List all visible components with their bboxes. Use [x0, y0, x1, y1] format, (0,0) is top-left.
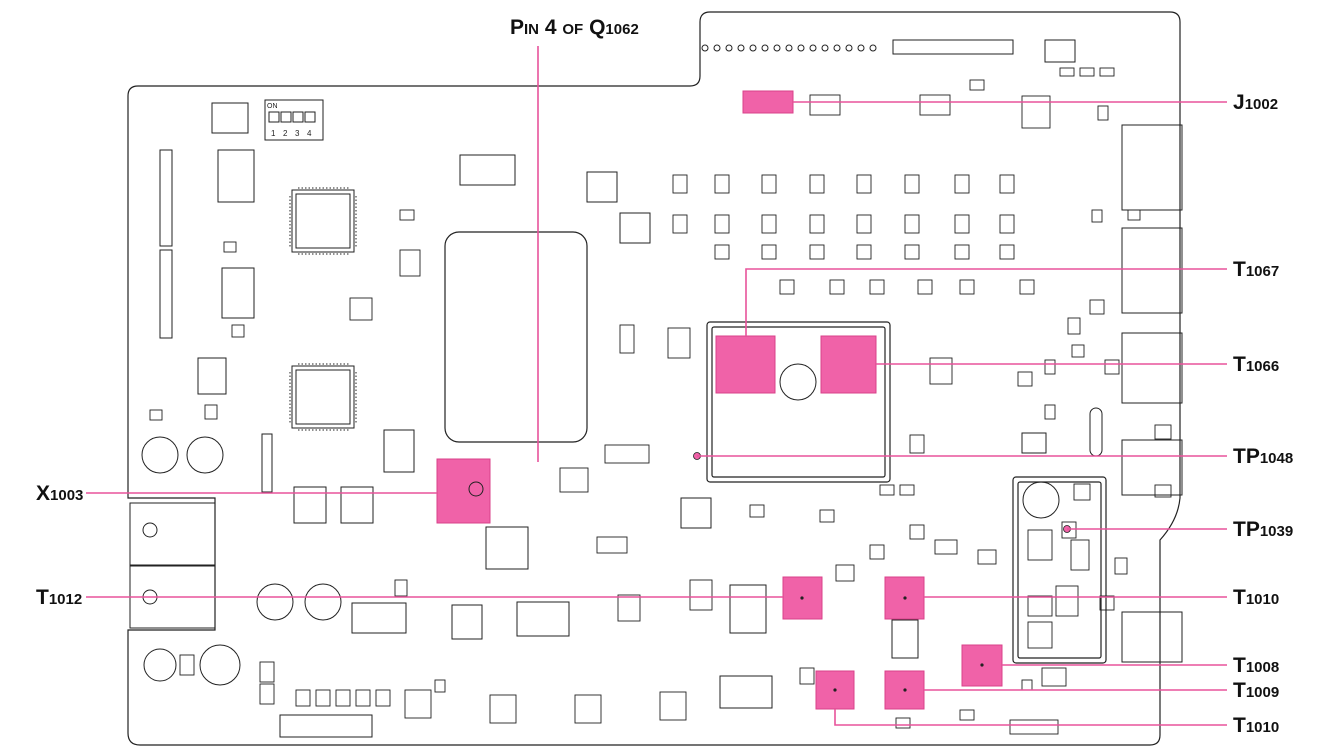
board-outline: [127, 11, 1181, 746]
part-t1066: [820, 335, 877, 394]
label-t1012: T1012: [36, 586, 83, 609]
label-x1003: X1003: [36, 482, 84, 505]
label-t1009: T1009: [1233, 679, 1280, 702]
line-t1067: [745, 268, 1227, 336]
qfp-ic-upper: [291, 189, 355, 253]
dip-switch-pos-2: 2: [283, 129, 288, 138]
label-tp1048: TP1048: [1233, 445, 1294, 468]
dip-switch-pos-4: 4: [307, 129, 312, 138]
part-x1003: [436, 458, 491, 524]
label-t1010-a: T1010: [1233, 586, 1280, 609]
dip-switch-on-label: ON: [267, 103, 278, 110]
callout-lines: [86, 46, 1227, 726]
header-pins: [701, 39, 1076, 63]
x1003-circle: [468, 481, 484, 497]
right-connectors: [1089, 124, 1183, 663]
part-j1002: [742, 90, 794, 114]
qfp-ic-lower: [291, 365, 355, 429]
part-t1067: [715, 335, 776, 394]
label-pin4-q1062: PIN 4 OF Q1062: [510, 16, 639, 39]
part-t1010-c: [815, 670, 855, 710]
highlight-markers: [800, 596, 984, 692]
highlighted-parts: [436, 90, 1003, 710]
label-t1008: T1008: [1233, 654, 1280, 677]
smd-components: [149, 67, 1172, 735]
label-t1010-b: T1010: [1233, 714, 1280, 737]
rf-shield: [706, 321, 1107, 664]
part-t1010-a: [782, 576, 823, 620]
shield-can: [444, 231, 588, 443]
label-t1066: T1066: [1233, 353, 1280, 376]
misc-chips: [197, 102, 1047, 738]
line-t1010b: [834, 709, 1227, 726]
dip-switch-pos-3: 3: [295, 129, 300, 138]
dip-switch-pos-1: 1: [271, 129, 276, 138]
capacitors: [141, 363, 1060, 686]
label-tp1039: TP1039: [1233, 518, 1294, 541]
label-j1002: J1002: [1233, 91, 1279, 114]
dip-switch: [264, 99, 324, 141]
qfp-pins: [289, 187, 357, 431]
label-t1067: T1067: [1233, 258, 1280, 281]
left-connectors: [129, 149, 273, 629]
